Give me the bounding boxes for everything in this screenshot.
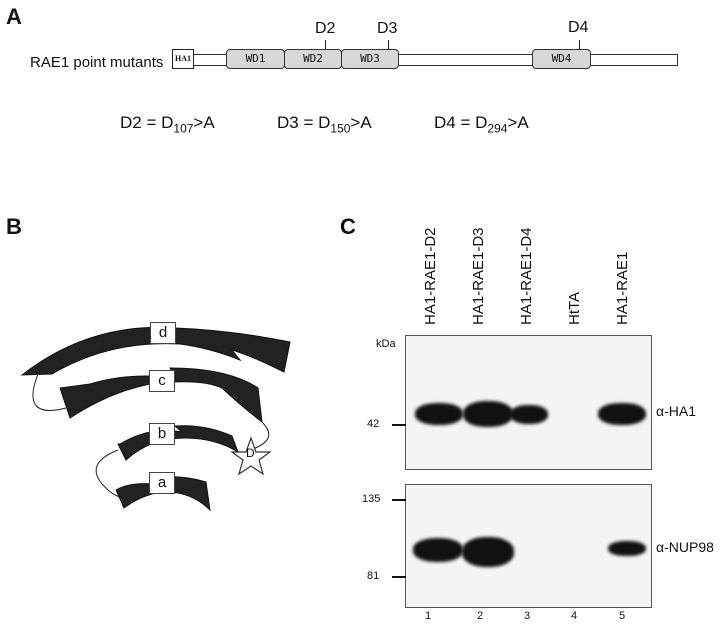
band-top-lane-1 (415, 403, 463, 425)
antibody-nup98: α-NUP98 (656, 539, 714, 555)
marker-135-tick (392, 499, 406, 501)
site-tick-d3 (388, 40, 389, 50)
panel-b-letter: B (6, 214, 22, 239)
lane-label-2: HA1-RAE1-D3 (470, 227, 487, 325)
star-icon (230, 436, 272, 476)
lane-number-5: 5 (619, 610, 626, 622)
marker-81: 81 (367, 570, 380, 582)
marker-42: 42 (367, 418, 380, 430)
strand-d (20, 326, 291, 376)
beta-propeller-diagram (20, 326, 291, 512)
kda-label: kDa (376, 338, 396, 350)
band-bottom-lane-2 (462, 537, 514, 567)
strand-label-a: a (149, 472, 175, 494)
definition-d2: D2 = D107>A (120, 113, 215, 136)
marker-81-tick (392, 576, 406, 578)
strand-label-d: d (150, 322, 176, 344)
site-label-d4: D4 (568, 19, 589, 36)
site-tick-d2 (325, 40, 326, 50)
site-tick-d4 (579, 40, 580, 50)
construct-label: RAE1 point mutants (30, 54, 164, 71)
lane-number-1: 1 (425, 610, 432, 622)
antibody-ha1: α-HA1 (656, 403, 696, 419)
loop-d-c (32, 373, 67, 411)
domain-wd1: WD1 (226, 49, 285, 69)
blot-bottom (405, 484, 652, 608)
definition-d4: D4 = D294>A (434, 113, 529, 136)
site-label-d3: D3 (377, 20, 398, 37)
band-top-lane-2 (463, 401, 513, 427)
strand-label-b: b (149, 423, 175, 445)
marker-42-tick (392, 424, 406, 426)
band-top-lane-5 (598, 403, 646, 425)
lane-label-4: HtTA (566, 291, 583, 325)
domain-wd3: WD3 (341, 49, 399, 69)
panel-c-letter: C (340, 214, 356, 239)
definition-d3: D3 = D150>A (277, 113, 372, 136)
strand-b (117, 425, 239, 461)
lane-number-4: 4 (571, 610, 578, 622)
band-bottom-lane-5 (608, 541, 646, 556)
strand-label-c: c (149, 370, 175, 392)
lane-label-1: HA1-RAE1-D2 (422, 227, 439, 325)
lane-number-2: 2 (477, 610, 484, 622)
strand-a (115, 476, 211, 512)
domain-wd2: WD2 (284, 49, 342, 69)
lane-label-5: HA1-RAE1 (614, 251, 631, 325)
star-label: D (246, 446, 255, 460)
marker-135: 135 (362, 493, 381, 505)
panel-a-letter: A (6, 4, 22, 29)
lane-number-3: 3 (524, 610, 531, 622)
domain-wd4: WD4 (532, 49, 591, 69)
blot-top (405, 335, 652, 470)
site-label-d2: D2 (315, 20, 336, 37)
ha1-tag-box: HA1 (172, 49, 194, 69)
band-top-lane-3 (510, 405, 548, 424)
lane-label-3: HA1-RAE1-D4 (518, 227, 535, 325)
band-bottom-lane-1 (413, 538, 463, 562)
